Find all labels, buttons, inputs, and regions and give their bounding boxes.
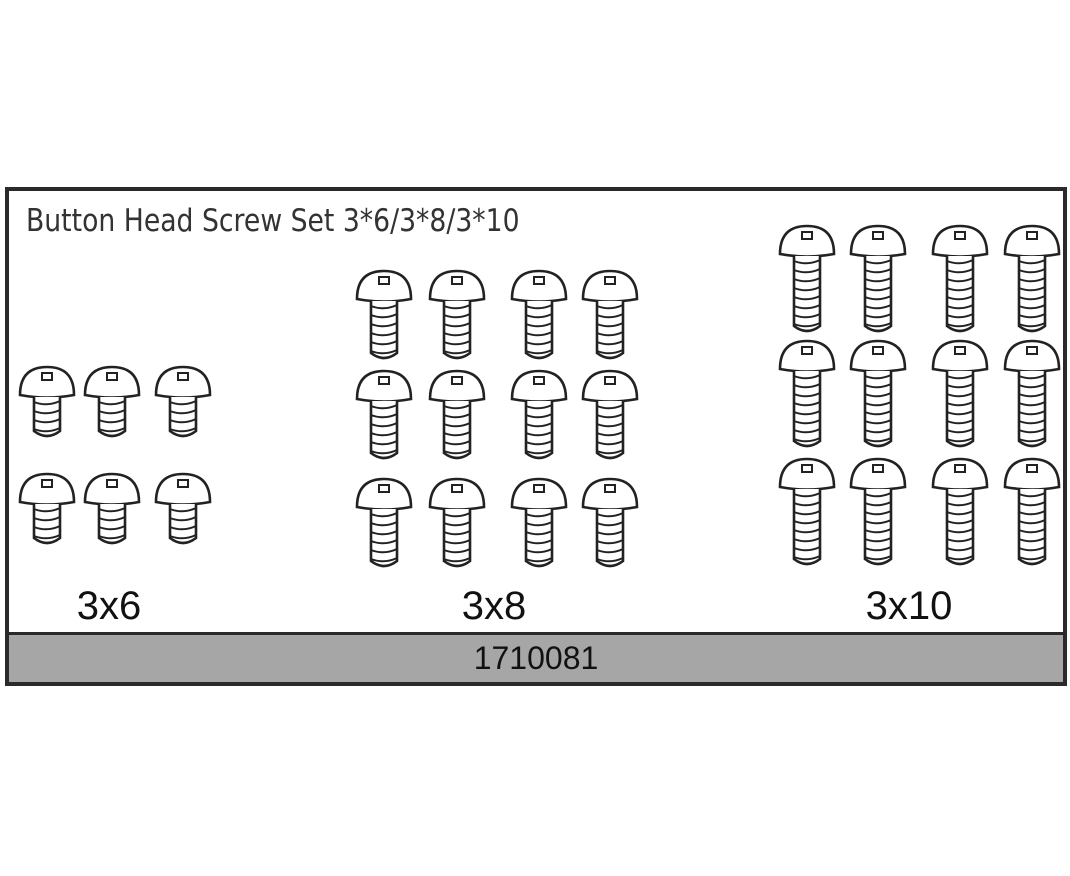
screw-icon xyxy=(355,477,413,568)
screw-icon xyxy=(18,365,76,438)
parts-card: Button Head Screw Set 3*6/3*8/3*10 3x6 3… xyxy=(5,187,1067,686)
screw-icon xyxy=(355,269,413,360)
screw-icon xyxy=(1003,339,1061,448)
screw-icon xyxy=(778,457,836,566)
screw-icon xyxy=(849,457,907,566)
screw-icon xyxy=(83,365,141,438)
size-label-3x8: 3x8 xyxy=(461,584,527,628)
screw-icon xyxy=(154,472,212,545)
size-label-3x10: 3x10 xyxy=(865,584,953,628)
screw-icon xyxy=(154,365,212,438)
part-number: 1710081 xyxy=(473,640,599,676)
part-number-bar: 1710081 xyxy=(9,632,1063,682)
screw-illustrations xyxy=(18,224,1061,568)
screw-icon xyxy=(428,477,486,568)
set-title: Button Head Screw Set 3*6/3*8/3*10 xyxy=(26,203,520,239)
screw-icon xyxy=(83,472,141,545)
screw-icon xyxy=(355,369,413,460)
screw-icon xyxy=(18,472,76,545)
screw-icon xyxy=(428,369,486,460)
screw-icon xyxy=(510,269,568,360)
screw-icon xyxy=(581,477,639,568)
screw-icon xyxy=(510,369,568,460)
screw-icon xyxy=(931,457,989,566)
screw-icon xyxy=(1003,457,1061,566)
screw-icon xyxy=(849,224,907,333)
screw-icon xyxy=(849,339,907,448)
screw-icon xyxy=(581,369,639,460)
screw-icon xyxy=(510,477,568,568)
screw-icon xyxy=(931,339,989,448)
screw-icon xyxy=(931,224,989,333)
screw-icon xyxy=(778,224,836,333)
size-label-3x6: 3x6 xyxy=(76,584,142,628)
screw-icon xyxy=(1003,224,1061,333)
screw-icon xyxy=(778,339,836,448)
screw-icon xyxy=(428,269,486,360)
screw-icon xyxy=(581,269,639,360)
